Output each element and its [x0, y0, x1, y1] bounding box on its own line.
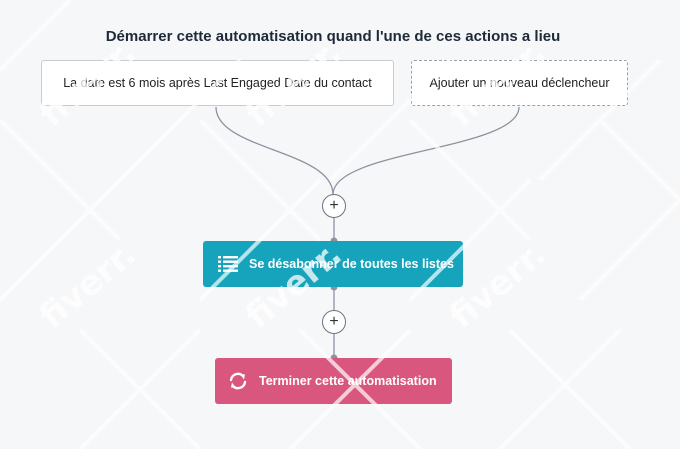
action-end-automation[interactable]: Terminer cette automatisation	[215, 358, 452, 404]
connector-trigger-main	[215, 106, 334, 195]
page-title: Démarrer cette automatisation quand l'un…	[105, 28, 561, 45]
add-trigger-button[interactable]: Ajouter un nouveau déclencheur	[411, 60, 628, 106]
action-unsubscribe-all[interactable]: Se désabonner de toutes les listes	[203, 241, 463, 287]
add-step-button[interactable]: +	[322, 310, 346, 334]
plus-icon: +	[329, 197, 339, 214]
action-label: Se désabonner de toutes les listes	[249, 257, 454, 271]
connector-trigger-add	[332, 106, 520, 195]
trigger-label: La date est 6 mois après Last Engaged Da…	[63, 76, 372, 90]
list-icon	[217, 253, 239, 275]
action-label: Terminer cette automatisation	[259, 374, 437, 388]
add-trigger-label: Ajouter un nouveau déclencheur	[429, 76, 610, 90]
add-step-button[interactable]: +	[322, 194, 346, 218]
refresh-icon	[227, 370, 249, 392]
plus-icon: +	[329, 313, 339, 330]
trigger-box[interactable]: La date est 6 mois après Last Engaged Da…	[41, 60, 394, 106]
